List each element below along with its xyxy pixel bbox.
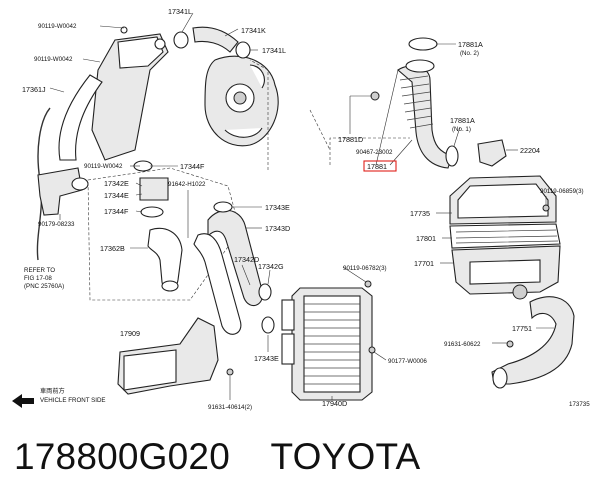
label-17343E-b: 17343E <box>254 354 279 363</box>
label-91642-H1022: 91642-H1022 <box>168 181 206 188</box>
clamp-17342E <box>71 177 89 191</box>
intercooler-17940D <box>281 287 373 401</box>
label-17909: 17909 <box>120 329 140 338</box>
caption: 178800G020 TOYOTA <box>14 436 420 480</box>
sensor-22204 <box>477 139 507 167</box>
label-17701: 17701 <box>414 259 434 268</box>
pipe-17361J <box>58 74 103 161</box>
label-no1: (No. 1) <box>452 126 471 133</box>
bolt-90177-W0006 <box>368 346 376 354</box>
label-17362B: 17362B <box>100 244 125 253</box>
label-diagram-code: 173735 <box>569 401 590 408</box>
label-90119-W0042-a: 90119-W0042 <box>38 23 77 30</box>
label-91631-60622: 91631-60622 <box>444 341 481 348</box>
bracket <box>37 167 83 216</box>
clamp-17881A-no2 <box>408 37 438 51</box>
label-17881D: 17881D <box>338 135 363 144</box>
label-90119-06859: 90119-06859(3) <box>540 188 584 195</box>
label-no2: (No. 2) <box>460 50 479 57</box>
pipe-17342D <box>193 233 242 335</box>
leader-lines <box>49 12 554 400</box>
label-front-en: VEHICLE FRONT SIDE <box>40 397 106 404</box>
label-17881A-top: 17881A <box>458 40 483 49</box>
bolt-17881D <box>370 91 380 101</box>
label-17342G: 17342G <box>258 262 284 271</box>
label-17940D: 17940D <box>322 399 347 408</box>
part-number: 178800G020 <box>14 436 230 477</box>
pipe-17362B-end <box>161 280 179 292</box>
clamp-17344F-b <box>140 206 164 218</box>
turbo-manifold-part <box>91 26 279 161</box>
label-17343E-a: 17343E <box>265 203 290 212</box>
intake-17751-end <box>492 367 508 389</box>
label-17341L-mid: 17341L <box>262 46 286 55</box>
label-17881: 17881 <box>367 162 387 171</box>
label-90467-23002: 90467-23002 <box>356 149 393 156</box>
clamp-17341L-top <box>173 31 189 49</box>
label-17344F-a: 17344F <box>180 162 205 171</box>
screw-91631-60622 <box>506 340 514 348</box>
label-17343D: 17343D <box>265 224 290 233</box>
label-17751: 17751 <box>512 324 532 333</box>
label-17341L-top: 17341L <box>168 7 192 16</box>
label-17341K: 17341K <box>241 26 266 35</box>
air-cleaner-hose-17881 <box>397 59 453 169</box>
clamp-17881A-no1 <box>445 145 459 167</box>
label-17342D: 17342D <box>234 255 259 264</box>
label-90179-08233: 90179-08233 <box>38 221 75 228</box>
label-90119-W0042-b: 90119-W0042 <box>34 56 73 63</box>
label-17801: 17801 <box>416 234 436 243</box>
hose-17341K <box>192 26 239 53</box>
duct-17909-face <box>123 349 177 391</box>
label-90177-W0006: 90177-W0006 <box>388 358 427 365</box>
label-17344E: 17344E <box>104 191 129 200</box>
label-17344F-b: 17344F <box>104 207 129 216</box>
clamp-17341L-mid <box>235 41 251 59</box>
dashed-outline-left <box>87 167 241 301</box>
clamp-17343E-top <box>213 201 233 213</box>
clamp-17343E-bot <box>261 316 275 334</box>
highlight-17881 <box>363 160 397 172</box>
front-direction-arrow <box>12 394 34 408</box>
label-22204: 22204 <box>520 146 540 155</box>
air-cleaner-case <box>449 175 561 300</box>
label-90119-W0042-c: 90119-W0042 <box>84 163 123 170</box>
label-17361J: 17361J <box>22 85 46 94</box>
hose-17344E <box>139 177 169 201</box>
label-ref-line2: FIG 17-08 <box>24 275 52 282</box>
clamp-17342G <box>258 283 272 301</box>
parts-diagram: 17341L 17341K 17341L 90119-W0042 90119-W… <box>12 7 590 411</box>
label-91631-40614: 91631-40614(2) <box>208 404 252 411</box>
label-ref-line3: (PNC 25760A) <box>24 283 64 290</box>
label-17735: 17735 <box>410 209 430 218</box>
manufacturer-name: TOYOTA <box>270 436 421 477</box>
label-17881A-mid: 17881A <box>450 116 475 125</box>
label-90119-06782: 90119-06782(3) <box>343 265 387 272</box>
bolt-90119-06782 <box>364 280 372 288</box>
label-front-jp: 車両前方 <box>40 387 65 395</box>
label-ref-line1: REFER TO <box>24 267 55 274</box>
pipe-17362B <box>147 227 183 291</box>
label-17342E: 17342E <box>104 179 129 188</box>
screw-91631-40614 <box>226 368 234 376</box>
